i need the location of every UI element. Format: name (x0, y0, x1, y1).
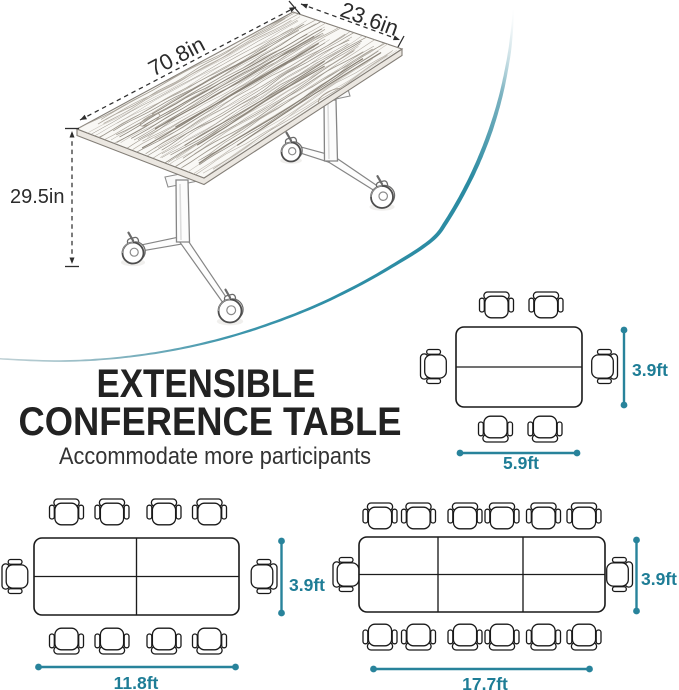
svg-text:17.7ft: 17.7ft (462, 674, 508, 690)
svg-text:3.9ft: 3.9ft (641, 569, 677, 589)
svg-text:CONFERENCE TABLE: CONFERENCE TABLE (19, 400, 402, 444)
svg-text:29.5in: 29.5in (10, 186, 65, 208)
svg-text:11.8ft: 11.8ft (114, 673, 159, 690)
svg-text:3.9ft: 3.9ft (632, 360, 668, 380)
svg-text:EXTENSIBLE: EXTENSIBLE (97, 362, 316, 406)
svg-text:3.9ft: 3.9ft (289, 575, 325, 595)
svg-text:Accommodate more participants: Accommodate more participants (59, 443, 371, 470)
svg-text:5.9ft: 5.9ft (503, 453, 539, 473)
